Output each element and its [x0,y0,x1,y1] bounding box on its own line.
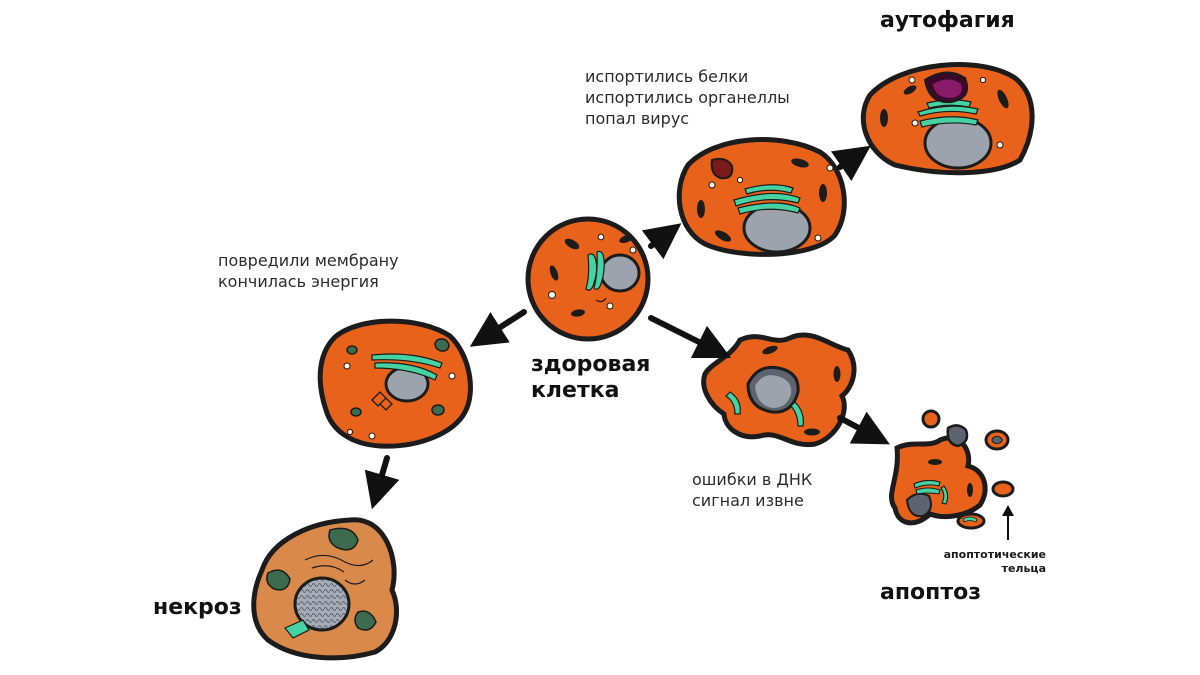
necrosis-cause: кончилась энергия [218,272,379,291]
arrow-to-apoptosis-1 [648,315,732,359]
arrow-to-autophagy-2 [830,145,871,182]
healthy-cell [525,216,651,342]
autophagy-cause: испортились органеллы [585,88,790,107]
healthy-cell-title: здоровая клетка [531,352,650,404]
healthy-cell-title-line: клетка [531,378,620,403]
necrosis-cause: повредили мембрану [218,251,399,270]
apoptotic-bodies-label-line: тельца [1001,562,1046,575]
autophagy-cell-stage-2 [860,62,1035,176]
apoptotic-bodies-label-line: апоптотические [943,548,1046,561]
necrosis-cell-stage-2 [251,517,399,661]
autophagy-cause: попал вирус [585,109,690,128]
arrow-to-apoptosis-2 [837,411,890,445]
nucleus [599,253,641,293]
apoptosis-cause: сигнал извне [692,491,804,510]
apoptosis-title: апоптоз [880,580,982,605]
necrosis-title: некроз [153,595,242,620]
arrow-to-autophagy-1 [641,223,682,260]
apoptotic-bodies-label: апоптотические тельца [934,548,1046,576]
arrow-to-necrosis-2 [364,455,400,510]
apoptosis-cause: ошибки в ДНК [692,470,813,489]
apoptosis-cell-stage-1 [701,332,857,448]
apoptosis-causes: ошибки в ДНК сигнал извне [692,469,812,511]
autophagy-causes: испортились белки испортились органеллы … [585,66,790,129]
apoptotic-bodies [921,409,1015,530]
necrosis-cell-stage-1 [317,318,473,449]
endoplasmic-reticulum [585,250,605,291]
apoptotic-bodies-pointer [1002,505,1014,540]
autophagy-title: аутофагия [880,8,1015,33]
mitochondria [549,234,633,317]
healthy-cell-title-line: здоровая [531,352,651,377]
autophagy-cell-stage-1 [676,137,847,257]
autophagy-cause: испортились белки [585,67,749,86]
apoptosis-cell-stage-2 [889,424,988,526]
necrosis-causes: повредили мембрану кончилась энергия [218,250,399,292]
arrows [364,145,890,510]
arrow-to-necrosis-1 [469,309,527,347]
